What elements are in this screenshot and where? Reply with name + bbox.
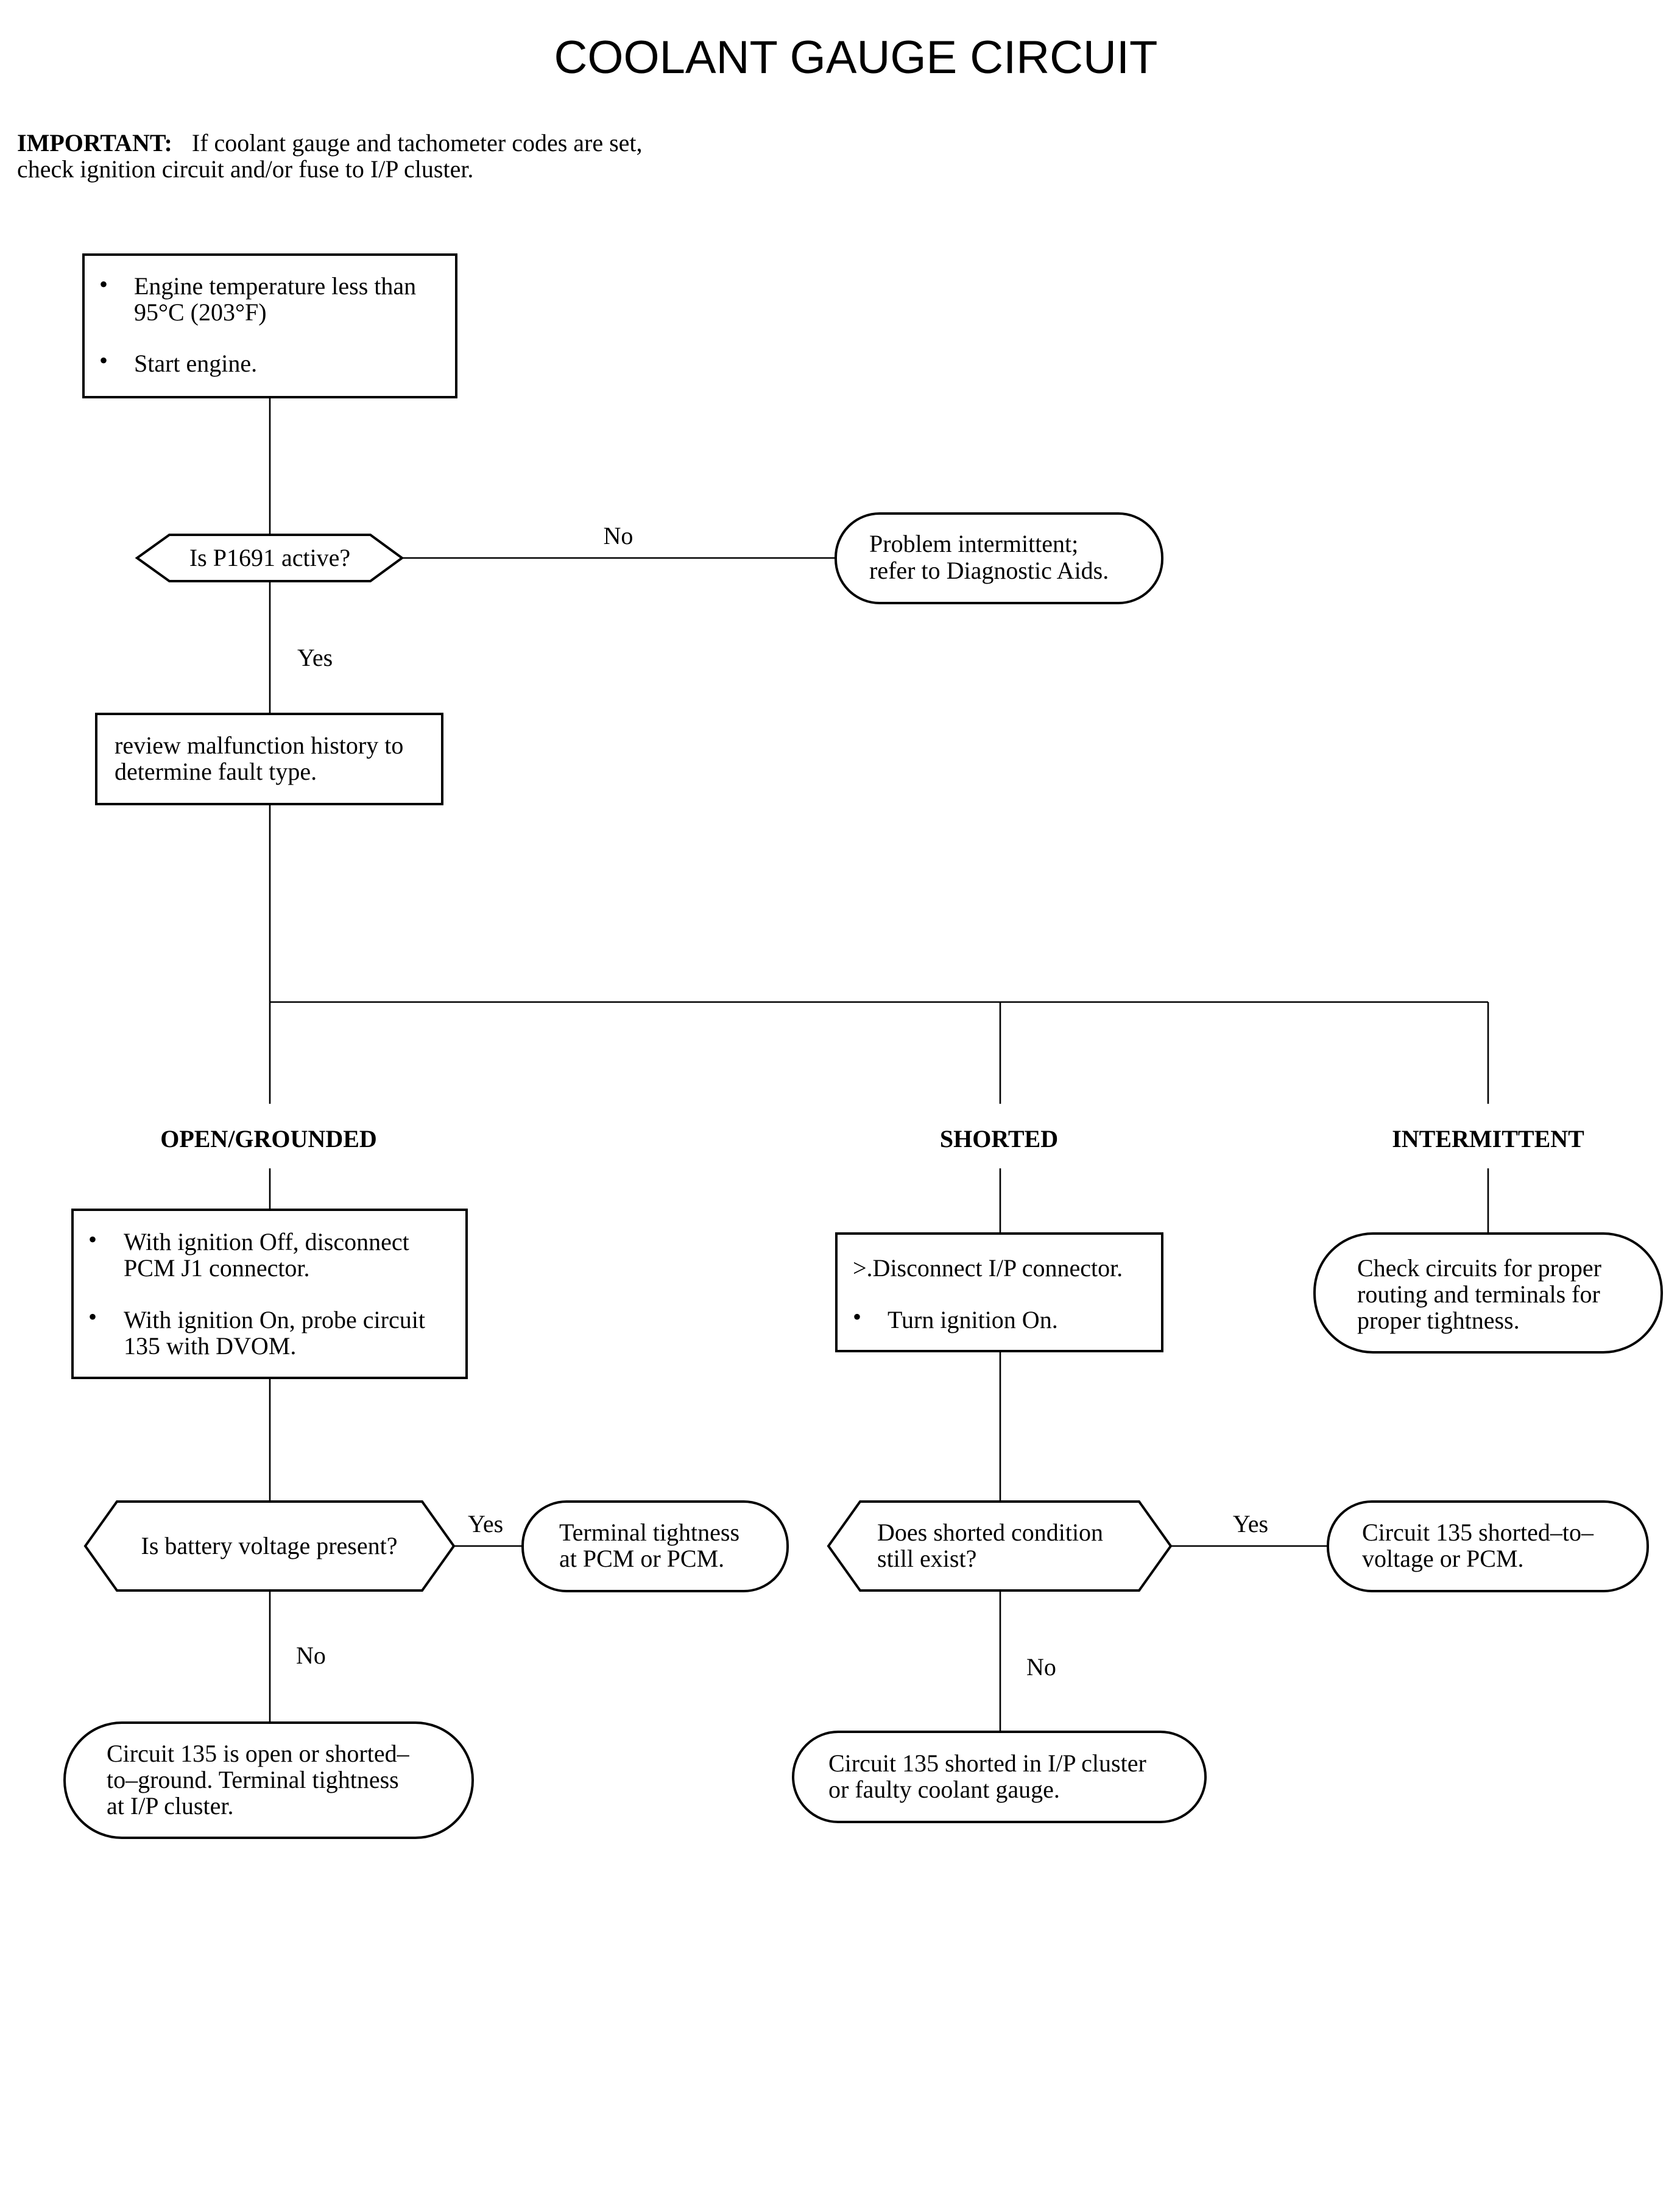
open-box-item1-line1: With ignition Off, disconnect	[124, 1228, 409, 1255]
review-history-line2: determine fault type.	[115, 758, 317, 785]
decision-shorted-line1: Does shorted condition	[877, 1519, 1103, 1546]
bullet: •	[88, 1226, 97, 1253]
start-box-item2: Start engine.	[134, 350, 257, 377]
open-box-item2-line2: 135 with DVOM.	[124, 1332, 296, 1360]
open-box-item2-line1: With ignition On, probe circuit	[124, 1306, 425, 1333]
open-box-item1-line2: PCM J1 connector.	[124, 1254, 310, 1282]
important-note-line-1: IMPORTANT: If coolant gauge and tachomet…	[17, 129, 643, 157]
circuit-ip-cluster-line1: Circuit 135 shorted in I/P cluster	[828, 1749, 1146, 1777]
shorted-box-line1: >.Disconnect I/P connector.	[853, 1254, 1123, 1282]
connector-lines	[269, 397, 1489, 1732]
decision-battery-voltage	[83, 1500, 456, 1592]
circuit-ip-cluster-line2: or faulty coolant gauge.	[828, 1776, 1060, 1803]
circuit-shorted-voltage-box	[1327, 1500, 1649, 1592]
intermittent-check-line1: Check circuits for proper	[1357, 1254, 1601, 1282]
start-box-item1-line2: 95°C (203°F)	[134, 298, 267, 326]
bullet: •	[99, 270, 108, 298]
label-yes-p1691: Yes	[297, 644, 333, 671]
branch-label-shorted: SHORTED	[940, 1125, 1058, 1153]
problem-intermittent-box	[835, 512, 1163, 604]
terminal-tightness-line1: Terminal tightness	[559, 1519, 739, 1546]
important-label: IMPORTANT:	[17, 129, 172, 157]
problem-intermittent-line1: Problem intermittent;	[869, 530, 1078, 557]
circuit-shorted-voltage-line2: voltage or PCM.	[1362, 1545, 1524, 1572]
circuit-open-line3: at I/P cluster.	[107, 1792, 233, 1820]
circuit-shorted-voltage-line1: Circuit 135 shorted–to–	[1362, 1519, 1594, 1546]
decision-shorted-condition	[827, 1500, 1173, 1592]
open-grounded-box	[71, 1209, 468, 1379]
branch-label-intermittent: INTERMITTENT	[1392, 1125, 1584, 1153]
decision-p1691-text: Is P1691 active?	[189, 544, 350, 571]
circuit-ip-cluster-box	[792, 1731, 1207, 1823]
start-box-item1-line1: Engine temperature less than	[134, 272, 416, 300]
terminal-tightness-line2: at PCM or PCM.	[559, 1545, 724, 1572]
shorted-box-item2: Turn ignition On.	[888, 1306, 1058, 1333]
branch-label-open-grounded: OPEN/GROUNDED	[160, 1125, 377, 1153]
label-no-shorted: No	[1026, 1653, 1056, 1681]
problem-intermittent-line2: refer to Diagnostic Aids.	[869, 557, 1109, 584]
review-history-box	[95, 713, 443, 805]
decision-battery-voltage-text: Is battery voltage present?	[141, 1532, 398, 1559]
intermittent-check-line3: proper tightness.	[1357, 1307, 1520, 1334]
terminal-tightness-box	[521, 1500, 789, 1592]
circuit-open-line2: to–ground. Terminal tightness	[107, 1766, 399, 1793]
important-note-line-2: check ignition circuit and/or fuse to I/…	[17, 155, 473, 183]
bullet: •	[88, 1303, 97, 1330]
circuit-open-line1: Circuit 135 is open or shorted–	[107, 1740, 410, 1767]
review-history-line1: review malfunction history to	[115, 732, 403, 759]
circuit-open-box	[63, 1721, 474, 1839]
label-no-battery: No	[296, 1642, 326, 1669]
important-text-1: If coolant gauge and tachometer codes ar…	[192, 129, 643, 157]
bullet: •	[99, 347, 108, 374]
label-no-p1691: No	[604, 522, 634, 549]
label-yes-shorted: Yes	[1233, 1510, 1268, 1537]
page-title: COOLANT GAUGE CIRCUIT	[554, 32, 1158, 83]
label-yes-battery: Yes	[468, 1510, 503, 1537]
decision-shorted-line2: still exist?	[877, 1545, 976, 1572]
start-box	[82, 253, 457, 398]
intermittent-check-line2: routing and terminals for	[1357, 1280, 1600, 1308]
decision-p1691	[135, 534, 404, 582]
shorted-box	[835, 1232, 1163, 1352]
bullet: •	[853, 1303, 861, 1330]
intermittent-check-box	[1313, 1232, 1663, 1354]
